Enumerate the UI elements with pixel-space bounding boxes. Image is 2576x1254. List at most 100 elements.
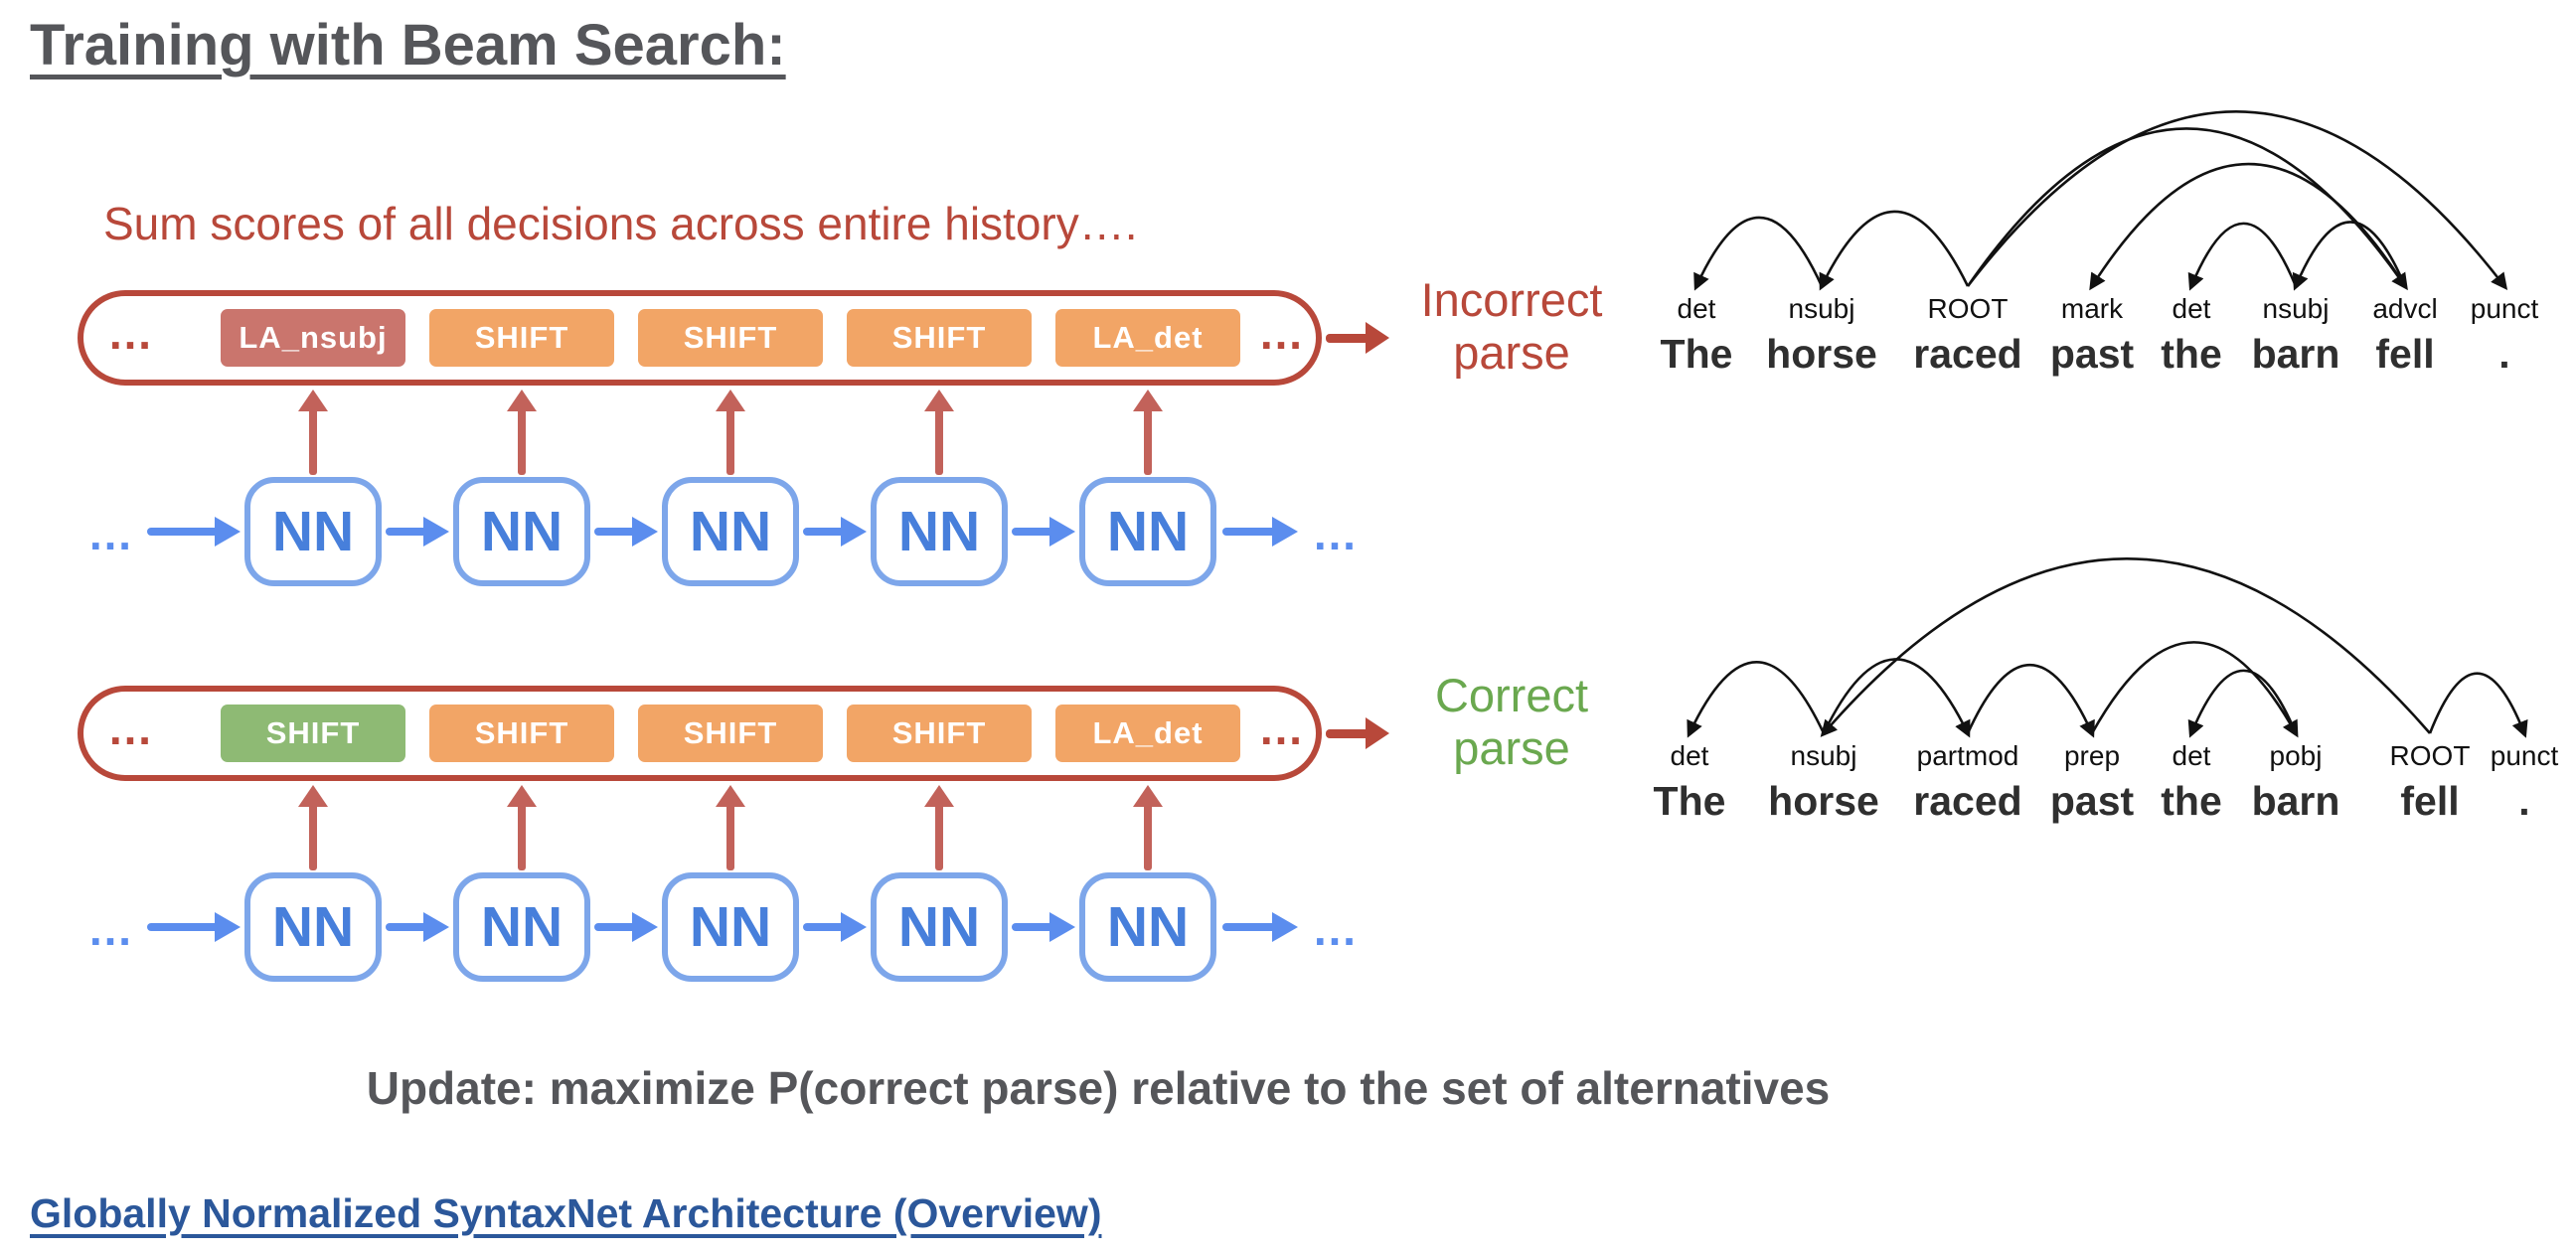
dependency-arc: [2428, 672, 2528, 738]
nn-cell: NN: [453, 477, 590, 586]
flow-arrow-icon: [1012, 912, 1075, 942]
beam-group-incorrect: … LA_nsubj SHIFT SHIFT SHIFT LA_det … In…: [0, 273, 1650, 598]
flow-arrow-icon: [386, 517, 449, 547]
history-ellipsis-left: …: [107, 307, 153, 359]
sentence-word: .: [2518, 778, 2530, 824]
nn-chain-ellipsis-left: …: [87, 903, 133, 955]
dep-relation-label: prep: [2063, 740, 2121, 771]
dependency-arcs: [1693, 110, 2508, 291]
dependency-arc: [1687, 661, 1826, 738]
flow-arrow-icon: [1222, 517, 1298, 547]
nn-chain-ellipsis-right: …: [1312, 903, 1358, 955]
score-up-arrow-icon: [507, 390, 537, 475]
flow-arrow-icon: [803, 912, 867, 942]
parse-result-label: Incorrect parse: [1387, 273, 1636, 379]
nn-cell: NN: [244, 872, 382, 982]
dep-relation-label: nsubj: [2262, 293, 2330, 324]
sentence-word: fell: [2375, 331, 2435, 377]
flow-arrow-icon: [594, 912, 658, 942]
dep-relation-label: punct: [2490, 740, 2559, 771]
decision-box: SHIFT: [429, 705, 614, 762]
nn-cell: NN: [244, 477, 382, 586]
dependency-arc: [1822, 658, 1971, 738]
beam-group-correct: … SHIFT SHIFT SHIFT SHIFT LA_det … Corre…: [0, 669, 1650, 994]
score-up-arrow-icon: [1133, 390, 1163, 475]
dependency-arcs: [1687, 557, 2528, 738]
sentence-word: past: [2049, 331, 2135, 377]
decision-box: LA_det: [1055, 705, 1240, 762]
score-up-arrow-icon: [716, 785, 745, 870]
dep-relation-label: mark: [2060, 293, 2124, 324]
parse-result-arrow-icon: [1326, 715, 1389, 751]
history-ellipsis-right: …: [1258, 307, 1304, 359]
score-up-arrow-icon: [1133, 785, 1163, 870]
history-ellipsis-right: …: [1258, 703, 1304, 754]
flow-arrow-icon: [1222, 912, 1298, 942]
decision-box: SHIFT: [221, 705, 405, 762]
sentence-word: past: [2049, 778, 2135, 824]
sentence-word: the: [2161, 331, 2222, 377]
parse-result-line1: Correct: [1434, 669, 1589, 721]
slide-title: Training with Beam Search:: [30, 13, 786, 78]
sentence-word: The: [1653, 778, 1726, 824]
parse-result-arrow-icon: [1326, 320, 1389, 356]
nn-cell: NN: [662, 477, 799, 586]
sentence-word: fell: [2400, 778, 2460, 824]
dependency-arc: [2090, 641, 2299, 738]
dep-relation-label: nsubj: [1790, 740, 1857, 771]
decision-box: LA_nsubj: [221, 309, 405, 367]
sentence-word: the: [2161, 778, 2222, 824]
next-section-heading: Globally Normalized SyntaxNet Architectu…: [30, 1190, 1102, 1236]
nn-cell: NN: [453, 872, 590, 982]
dep-relation-label: det: [1670, 740, 1709, 771]
dependency-arc: [1693, 216, 1824, 291]
decision-box: SHIFT: [847, 309, 1032, 367]
nn-cell: NN: [871, 477, 1008, 586]
parse-result-line1: Incorrect: [1420, 273, 1603, 326]
dep-relation-label: pobj: [2269, 740, 2323, 771]
sentence-word: .: [2498, 331, 2510, 377]
sentence-word: horse: [1768, 778, 1879, 824]
flow-arrow-icon: [594, 517, 658, 547]
sentence-word: raced: [1913, 331, 2022, 377]
update-rule-text: Update: maximize P(correct parse) relati…: [366, 1062, 1831, 1114]
score-up-arrow-icon: [298, 390, 328, 475]
sentence-word: barn: [2251, 331, 2340, 377]
parse-result-line2: parse: [1453, 325, 1570, 379]
sentence-word: The: [1660, 331, 1733, 377]
sentence-word: barn: [2251, 778, 2340, 824]
dependency-arc: [2187, 222, 2298, 291]
score-up-arrow-icon: [924, 390, 954, 475]
dep-relation-label: punct: [2470, 293, 2539, 324]
decision-box: LA_det: [1055, 309, 1240, 367]
history-ellipsis-left: …: [107, 703, 153, 754]
nn-chain-ellipsis-left: …: [87, 508, 133, 559]
dependency-arc: [1820, 557, 2431, 737]
decision-box: SHIFT: [638, 309, 823, 367]
nn-chain-ellipsis-right: …: [1312, 508, 1358, 559]
dependency-arc: [2187, 669, 2298, 738]
dep-relation-label: det: [2172, 293, 2211, 324]
dep-relation-label: ROOT: [1927, 293, 2009, 324]
dep-relation-label: ROOT: [2389, 740, 2471, 771]
parse-result-label: Correct parse: [1387, 669, 1636, 774]
sentence-word: horse: [1766, 331, 1877, 377]
flow-arrow-icon: [386, 912, 449, 942]
sentence-word: raced: [1913, 778, 2022, 824]
nn-cell: NN: [662, 872, 799, 982]
dep-relation-label: det: [1677, 293, 1716, 324]
decision-box: SHIFT: [429, 309, 614, 367]
nn-cell: NN: [1079, 477, 1216, 586]
dependency-arc: [2292, 221, 2407, 291]
decision-box: SHIFT: [847, 705, 1032, 762]
score-up-arrow-icon: [507, 785, 537, 870]
flow-arrow-icon: [1012, 517, 1075, 547]
flow-arrow-icon: [147, 517, 241, 547]
score-up-arrow-icon: [924, 785, 954, 870]
